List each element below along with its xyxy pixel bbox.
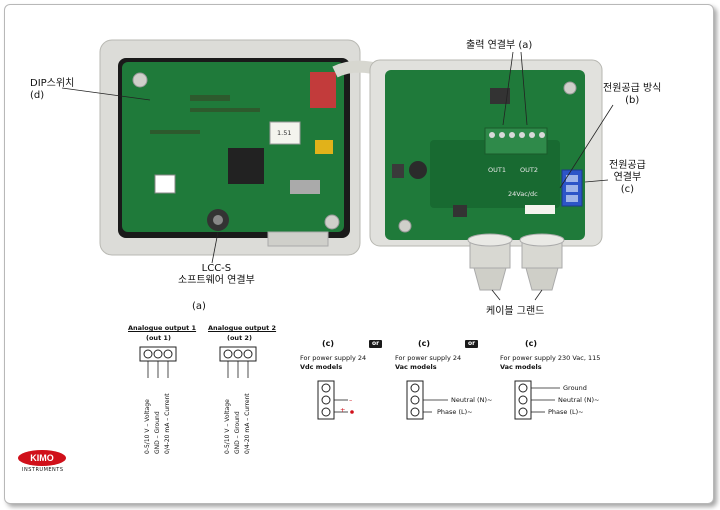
screw — [324, 214, 340, 230]
cable-gland-left — [467, 233, 513, 291]
lcc-port-inner — [213, 215, 223, 225]
component — [453, 205, 467, 217]
pcb-trace — [150, 130, 200, 134]
screw — [132, 72, 148, 88]
kimo-logo-text: KIMO — [30, 453, 54, 463]
yellow-jumper — [315, 140, 333, 154]
ps2-neutral: Neutral (N)~ — [451, 396, 493, 404]
ps3-ground: Ground — [563, 384, 587, 392]
microcontroller-chip — [228, 148, 264, 184]
left-pcb — [122, 62, 344, 232]
ps2-desc-line1: For power supply 24 — [395, 354, 462, 362]
ps1-desc-line1: For power supply 24 — [300, 354, 367, 362]
ps1-desc-line2: Vdc models — [300, 363, 343, 371]
power-connector-label: 전원공급 연결부 (c) — [609, 160, 646, 195]
ps1-plus: + — [340, 406, 346, 414]
out1-voltage-label: 0-5/10 V – Voltage — [144, 399, 151, 454]
ps2-ref: (c) — [418, 339, 431, 348]
power-terminal-slot — [566, 195, 578, 202]
dip-switch-label: DIP스위치 (d) — [30, 78, 75, 101]
ps3-phase: Phase (L)~ — [548, 408, 584, 416]
capacitor — [392, 164, 404, 178]
ps1-minus: – — [349, 396, 353, 404]
out1-ground-label: GND – Ground — [154, 411, 161, 454]
lcc-software-connector-label: LCC-S 소프트웨어 연결부 — [178, 263, 255, 286]
dip-switch-block — [154, 174, 176, 194]
terminal-screws — [489, 132, 545, 138]
ps2-desc-line2: Vac models — [395, 363, 437, 371]
pcb-ground-plane — [430, 140, 560, 208]
ps3-ref: (c) — [525, 339, 538, 348]
analogue-ref: (a) — [192, 301, 206, 312]
cable-gland-label: 케이블 그랜드 — [486, 306, 545, 317]
ps1-ref: (c) — [322, 339, 335, 348]
pcb-trace — [190, 95, 230, 101]
output-connector-label: 출력 연결부 (a) — [466, 40, 533, 51]
power-method-label: 전원공급 방식 (b) — [603, 83, 662, 106]
or-badge: or — [465, 340, 479, 348]
out2-ground-label: GND – Ground — [234, 411, 241, 454]
sticker — [269, 121, 301, 145]
kimo-logo-sub: INSTRUMENTS — [22, 467, 64, 473]
ps2-phase: Phase (L)~ — [437, 408, 473, 416]
kimo-logo-mark — [18, 450, 66, 466]
component — [290, 180, 320, 194]
out2-voltage-label: 0-5/10 V – Voltage — [224, 399, 231, 454]
out2-label: OUT2 — [520, 166, 538, 174]
analogue-output1-sub: (out 1) — [146, 334, 171, 342]
analogue-terminals — [139, 346, 257, 378]
cable-gland-right — [519, 233, 565, 291]
ps3-desc-line1: For power supply 230 Vac, 115 — [500, 354, 601, 362]
analogue-output2-title: Analogue output 2 — [208, 324, 277, 332]
leader-lines — [61, 51, 614, 301]
power-terminal-slot — [566, 185, 578, 192]
out1-label: OUT1 — [488, 166, 506, 174]
screw — [398, 219, 412, 233]
small-label — [525, 205, 555, 214]
analogue-output2-sub: (out 2) — [227, 334, 252, 342]
output-terminal-block — [484, 127, 548, 155]
sticker-text: 1.51 — [277, 129, 292, 137]
ribbon-connector-left — [310, 72, 336, 108]
or-badge: or — [369, 340, 383, 348]
power-label: 24Vac/dc — [508, 190, 538, 198]
ps3-desc-line2: Vac models — [500, 363, 542, 371]
power-supply-terminals — [317, 380, 560, 420]
screw — [563, 81, 577, 95]
pcb-trace — [190, 108, 260, 112]
power-terminal-slot — [566, 175, 578, 182]
out1-current-label: 0/4-20 mA – Current — [164, 393, 171, 454]
inductor — [409, 161, 427, 179]
out2-current-label: 0/4-20 mA – Current — [244, 393, 251, 454]
hinge — [267, 231, 329, 247]
chip — [490, 88, 510, 104]
ps3-neutral: Neutral (N)~ — [558, 396, 600, 404]
analogue-output1-title: Analogue output 1 — [128, 324, 197, 332]
